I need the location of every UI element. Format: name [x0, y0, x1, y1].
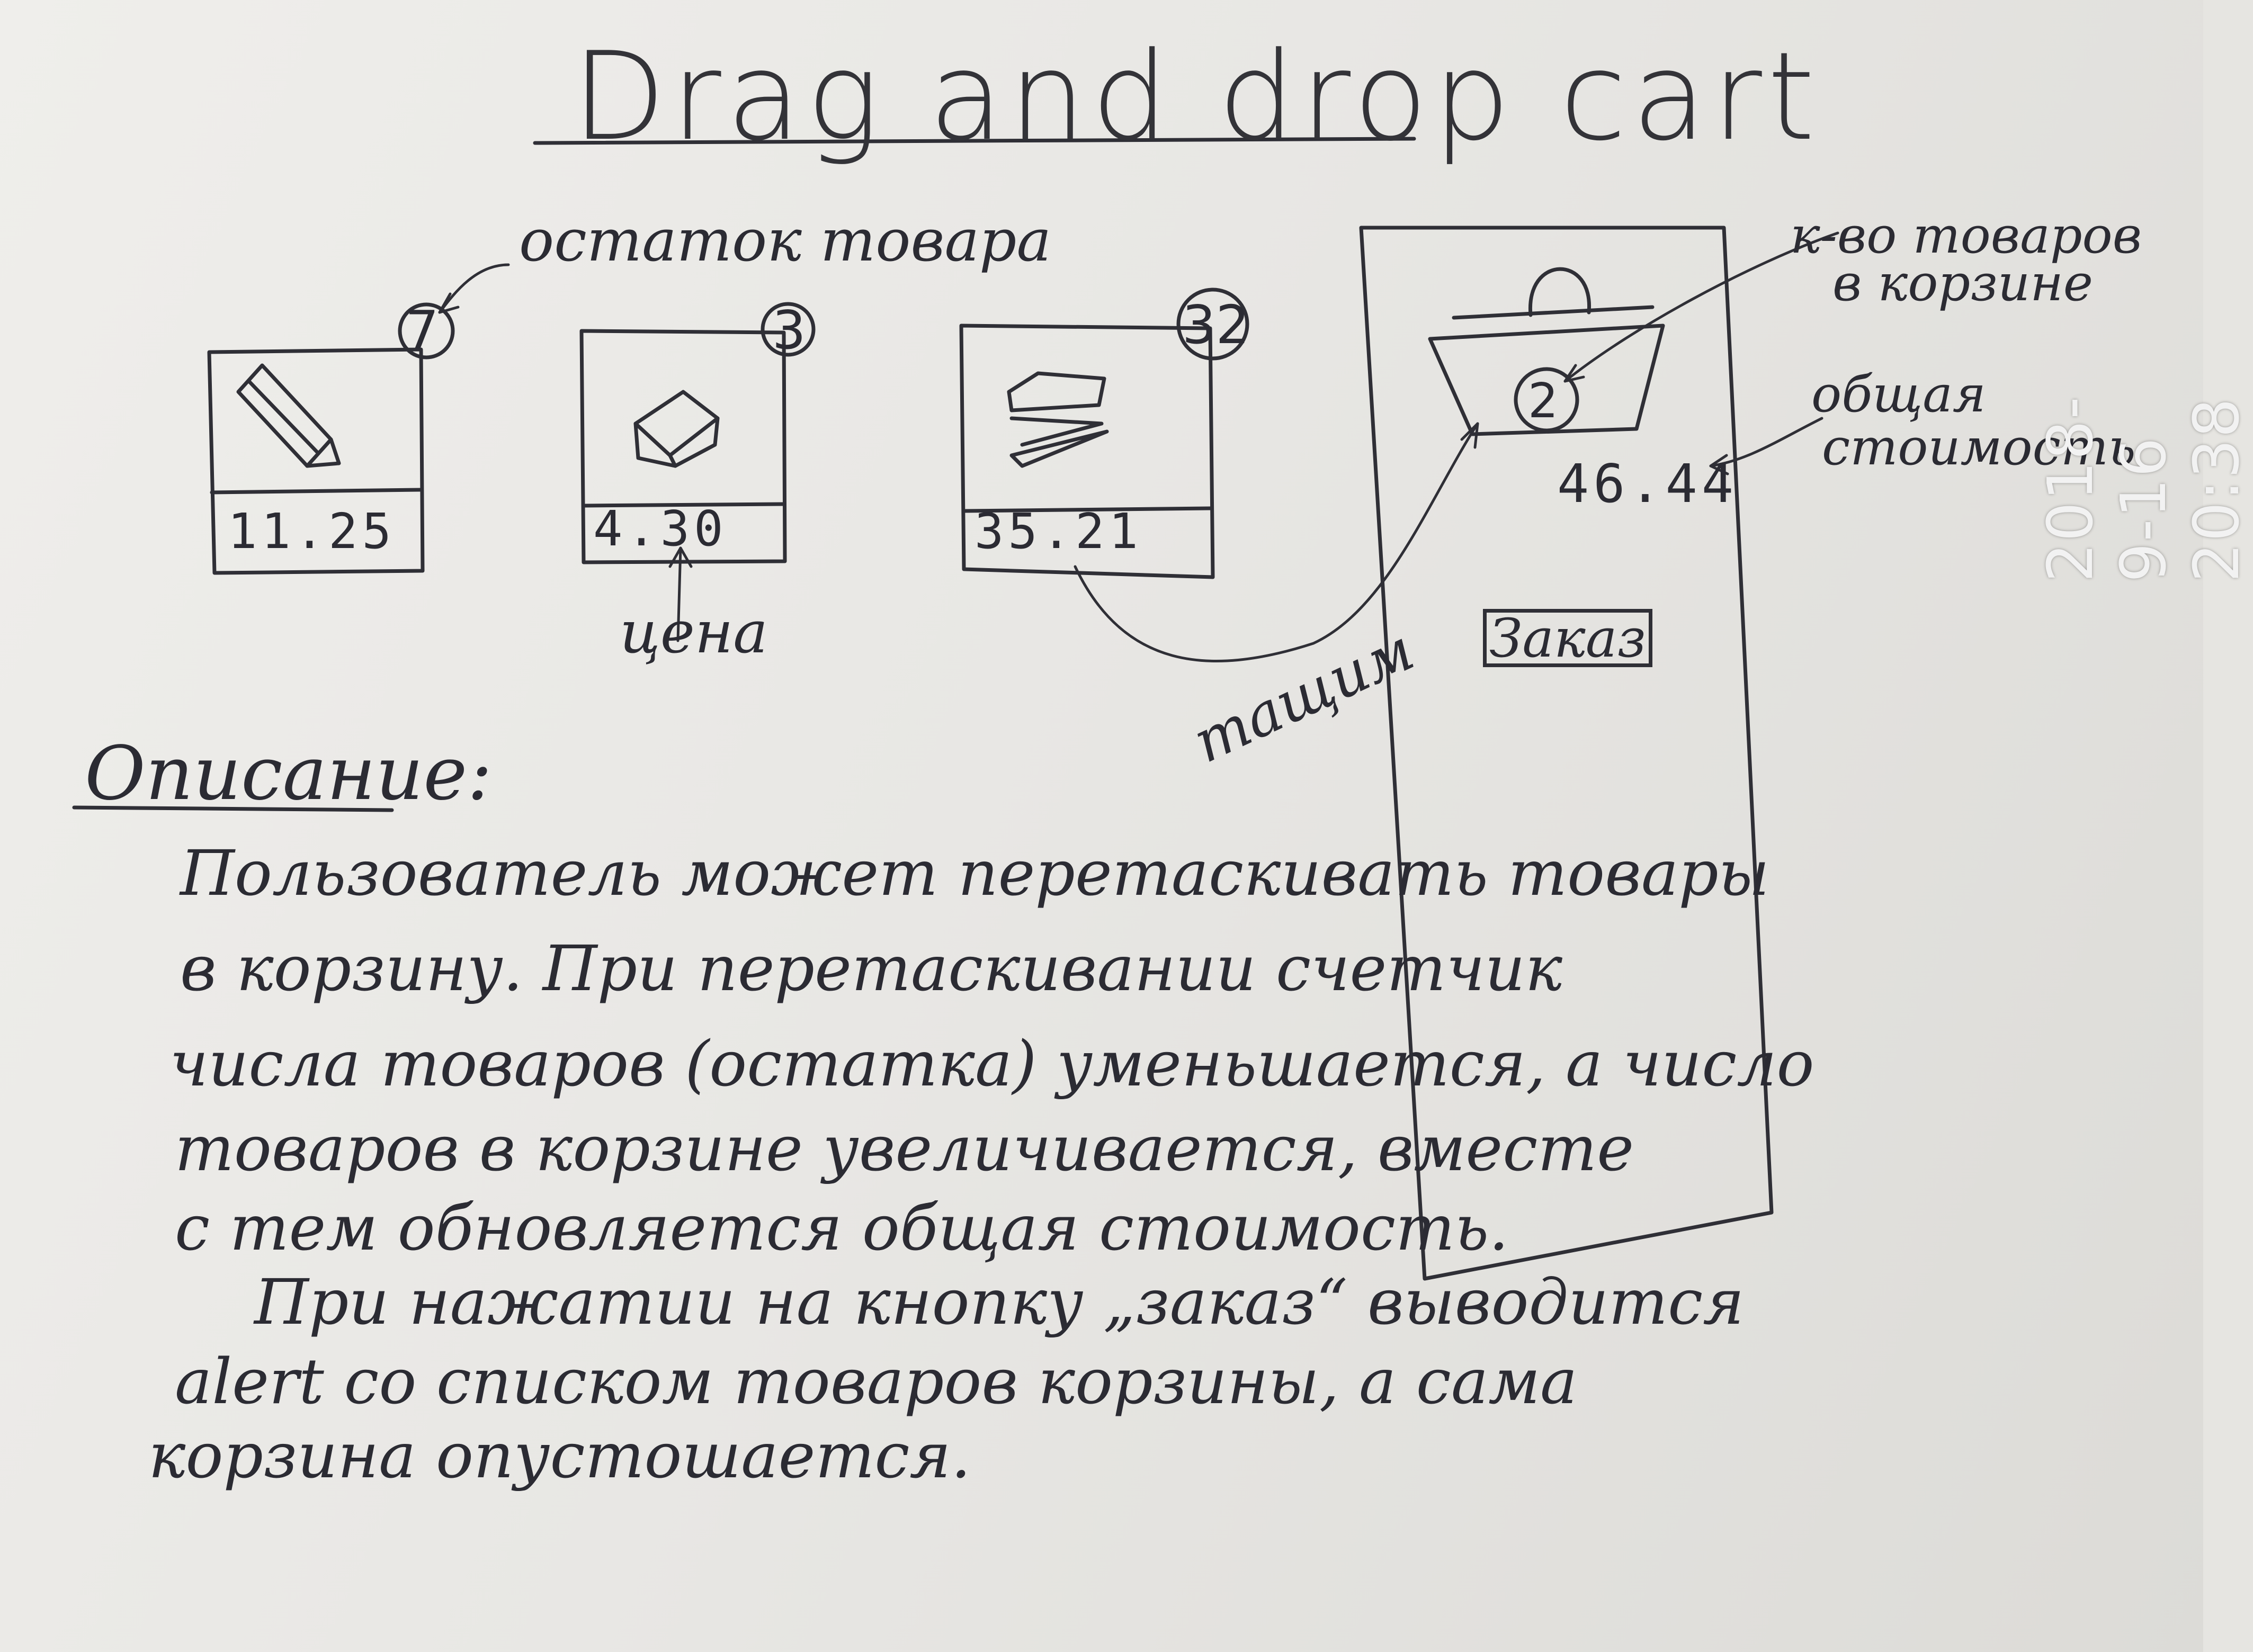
price-2: 4.30: [593, 500, 728, 557]
total-annotation-2: стоимость: [1822, 418, 2136, 477]
basket-icon: [1428, 267, 1665, 436]
description-line: товаров в корзине увеличивается, вместе: [175, 1112, 1634, 1185]
heading-underline: [72, 805, 394, 812]
total-annotation-1: общая: [1811, 365, 1986, 424]
cart-count-annotation-2: в корзине: [1832, 254, 2094, 312]
stock-count-3: 32: [1182, 294, 1250, 356]
stock-arrow: [438, 263, 510, 314]
stapler-icon: [1007, 371, 1109, 468]
stock-badge-3: [1176, 288, 1249, 361]
drag-arrow: [1074, 422, 1479, 663]
description-line: числа товаров (остатка) уменьшается, а ч…: [169, 1027, 1814, 1100]
cart-count: 2: [1528, 373, 1559, 429]
description-line: корзина опустошается.: [148, 1419, 971, 1492]
product-card-eraser: [579, 329, 787, 564]
price-arrow: [676, 546, 682, 642]
description-line: Пользователь может перетаскивать товары: [180, 837, 1769, 910]
description-line: в корзину. При перетаскивании счетчик: [180, 932, 1563, 1005]
product-card-pencil: [207, 347, 425, 575]
stock-badge-2: [761, 302, 816, 357]
total-arrow: [1709, 417, 1823, 468]
product-card-stapler: [959, 324, 1215, 579]
price-3: 35.21: [974, 503, 1142, 560]
pencil-icon: [236, 363, 341, 468]
stock-count-2: 3: [772, 299, 806, 361]
description-heading: Описание:: [85, 731, 493, 817]
cart-count-badge: [1514, 367, 1579, 433]
order-button[interactable]: Заказ: [1483, 607, 1652, 669]
cart-panel: [1359, 226, 1774, 1281]
sketch-drawing: [72, 137, 1839, 1281]
page-title: Drag and drop cart: [572, 26, 1821, 168]
description-line: с тем обновляется общая стоимость.: [175, 1191, 1509, 1264]
cart-count-annotation-1: к-во товаров: [1790, 206, 2142, 265]
description-line: alert со списком товаров корзины, а сама: [175, 1345, 1578, 1418]
stock-badge-1: [398, 302, 455, 360]
price-annotation: цена: [620, 598, 768, 666]
cart-count-arrow: [1563, 231, 1839, 383]
price-1: 11.25: [228, 503, 396, 560]
eraser-icon: [633, 390, 720, 468]
description-line: При нажатии на кнопку „заказ“ выводится: [254, 1265, 1745, 1339]
title-underline: [533, 137, 1416, 145]
stock-annotation: остаток товара: [519, 206, 1052, 274]
paper-background: [0, 0, 2203, 1652]
photo-timestamp: 2018-9-16 20:38: [2034, 396, 2253, 582]
stock-count-1: 7: [405, 299, 439, 361]
cart-total: 46.44: [1557, 453, 1738, 515]
